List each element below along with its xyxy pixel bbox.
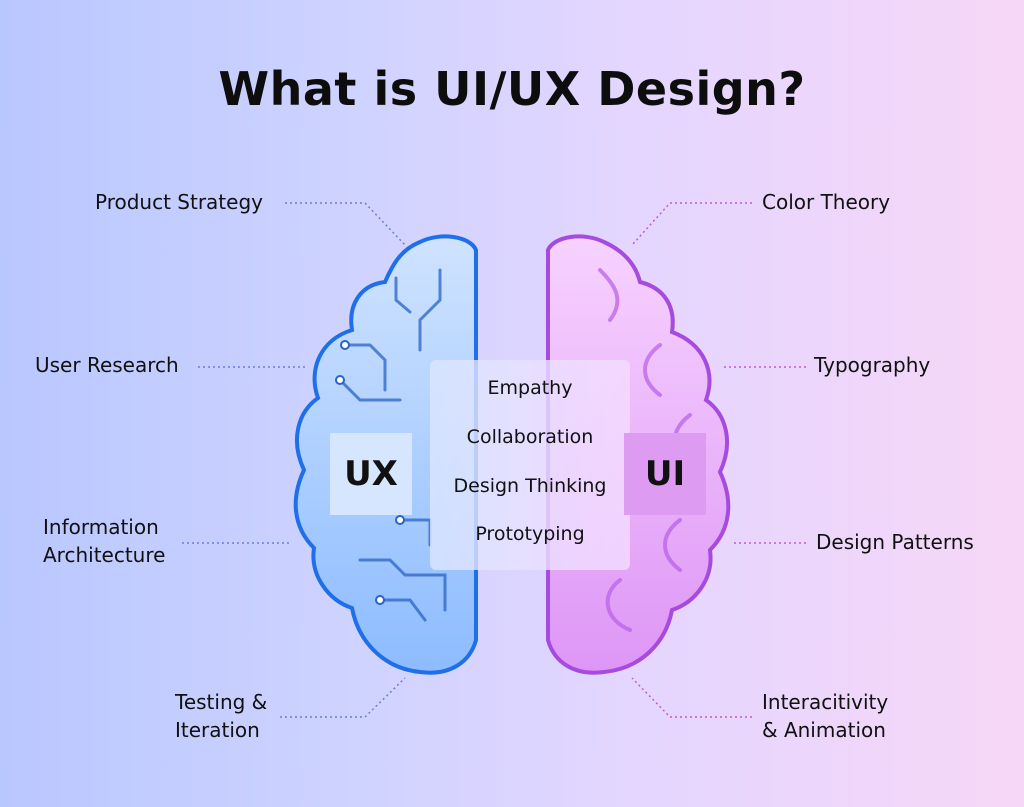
ux-label-testing-iteration: Testing & Iteration: [175, 690, 268, 742]
ui-badge: UI: [624, 433, 706, 515]
ux-label-user-research: User Research: [35, 353, 179, 377]
page-title: What is UI/UX Design?: [218, 62, 806, 116]
ui-label-color-theory: Color Theory: [762, 190, 891, 214]
ui-label-design-patterns: Design Patterns: [816, 530, 974, 554]
ui-label-typography: Typography: [814, 353, 931, 377]
shared-skill-collaboration: Collaboration: [466, 426, 594, 448]
ux-badge: UX: [330, 433, 412, 515]
shared-skill-prototyping: Prototyping: [475, 523, 585, 545]
connector-testing-iteration: [280, 677, 406, 718]
connector-color-theory: [631, 202, 752, 246]
ux-label-information-architecture: Information Architecture: [43, 515, 166, 567]
shared-skill-empathy: Empathy: [487, 377, 573, 399]
connector-interactivity-animation: [631, 677, 752, 718]
ux-label-product-strategy: Product Strategy: [95, 190, 263, 214]
connector-product-strategy: [285, 202, 406, 246]
shared-skill-design-thinking: Design Thinking: [453, 475, 607, 497]
ui-label-interactivity-animation: Interacitivity & Animation: [762, 690, 889, 742]
shared-skills-panel: [430, 360, 630, 570]
